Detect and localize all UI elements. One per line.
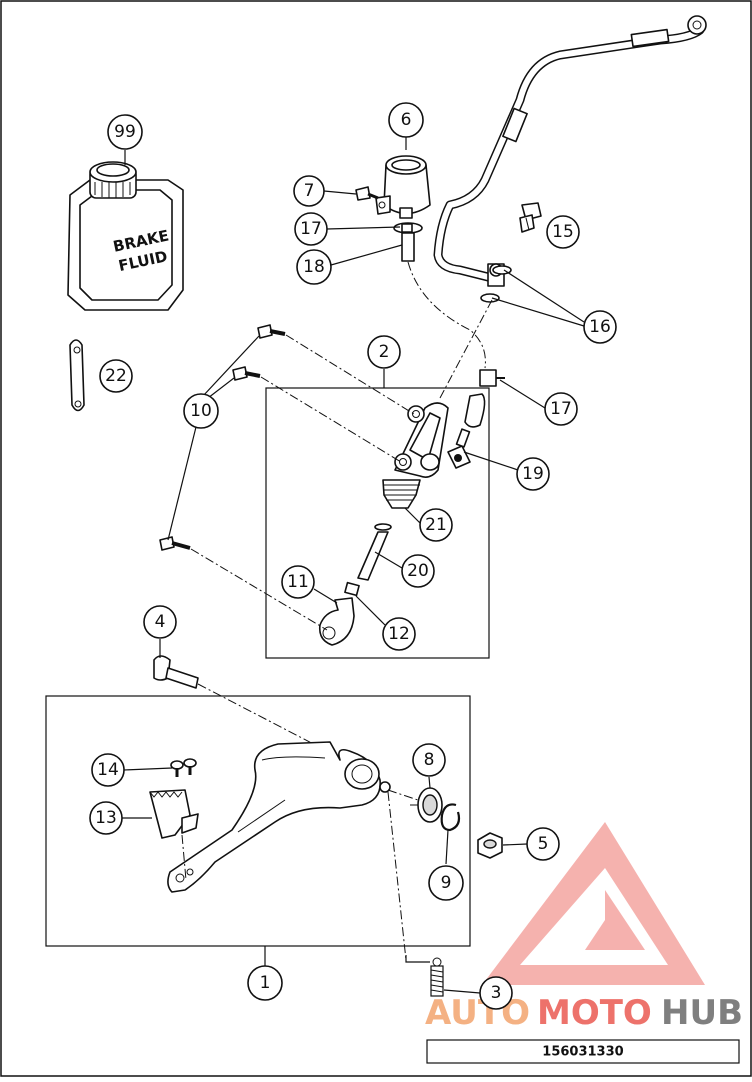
- bolt-axis-1: [285, 334, 415, 415]
- part-17-clamp-lower: [479, 369, 505, 387]
- part-19-connector: [447, 428, 471, 469]
- callout-1: 1: [247, 965, 283, 1001]
- part-7-screw: [355, 186, 379, 201]
- assembly-box-master-cylinder: [265, 387, 490, 659]
- part-15-bleed-screw: [519, 202, 542, 233]
- callout-20: 20: [401, 554, 435, 588]
- callout-13: 13: [89, 801, 123, 835]
- callout-11: 11: [281, 565, 315, 599]
- callout-20-label: 20: [407, 561, 429, 581]
- callout-9: 9: [428, 865, 464, 901]
- assembly-box-brake-pedal: [45, 695, 471, 947]
- callout-7: 7: [293, 175, 325, 207]
- part-12-nut: [344, 581, 360, 597]
- drawing-number-box: [426, 1039, 740, 1064]
- watermark-hub: HUB: [661, 993, 743, 1033]
- callout-5-label: 5: [538, 834, 549, 854]
- callout-3: 3: [479, 976, 513, 1010]
- callout-17-top-label: 17: [300, 219, 322, 239]
- banjo-axis-dashed: [439, 299, 493, 399]
- brake-fluid-bottle: BRAKE FLUID: [67, 161, 184, 311]
- part-17-clamp-top: [393, 222, 423, 234]
- callout-8: 8: [412, 743, 446, 777]
- callout-17-lower-label: 17: [550, 399, 572, 419]
- callout-11-label: 11: [287, 572, 309, 592]
- spring-axis-dashed: [387, 791, 407, 961]
- callout-3-label: 3: [491, 983, 502, 1003]
- callout-12-label: 12: [388, 624, 410, 644]
- callout-15: 15: [546, 215, 580, 249]
- part-14-screws: [170, 758, 197, 777]
- callout-18: 18: [296, 249, 332, 285]
- callout-10: 10: [183, 393, 219, 429]
- callout-16: 16: [583, 310, 617, 344]
- bearing-axis-dashed: [387, 789, 419, 801]
- callout-12: 12: [382, 617, 416, 651]
- part-4-bolt: [153, 655, 199, 689]
- callout-1-label: 1: [260, 973, 271, 993]
- drawing-number: 156031330: [542, 1045, 623, 1060]
- bolt-axis-2: [260, 376, 402, 463]
- callout-99-label: 99: [114, 122, 136, 142]
- part-9-circlip: [440, 803, 461, 832]
- part-11-clevis: [318, 597, 355, 646]
- callout-9-label: 9: [441, 873, 452, 893]
- callout-13-label: 13: [95, 808, 117, 828]
- callout-4: 4: [143, 605, 177, 639]
- part-10-bolts: [159, 324, 286, 551]
- part-2-master-cylinder: [394, 402, 449, 478]
- part-6-reservoir: [375, 155, 431, 219]
- callout-19-label: 19: [522, 464, 544, 484]
- watermark-moto: MOTO: [537, 993, 652, 1033]
- callout-10-label: 10: [190, 401, 212, 421]
- watermark-text: AUTO MOTO HUB: [425, 993, 743, 1033]
- part-22-strap: [69, 339, 85, 412]
- callout-19: 19: [516, 457, 550, 491]
- callout-7-label: 7: [304, 181, 315, 201]
- part-1-brake-pedal: [167, 741, 391, 893]
- callout-14-label: 14: [97, 760, 119, 780]
- part-8-bearing: [410, 787, 443, 823]
- callout-14: 14: [91, 753, 125, 787]
- callout-17-top: 17: [294, 212, 328, 246]
- watermark-logo: [482, 822, 705, 985]
- spring-axis-end: [405, 955, 430, 963]
- part-20-push-rod: [357, 531, 389, 581]
- callout-6-label: 6: [401, 110, 412, 130]
- part-13-tread-plate: [149, 789, 199, 839]
- callout-16-label: 16: [589, 317, 611, 337]
- hose-route-dashed: [407, 261, 486, 369]
- part-3-spring: [430, 957, 444, 997]
- callout-2-label: 2: [379, 342, 390, 362]
- callout-21: 21: [419, 508, 453, 542]
- part-21-boot: [374, 479, 421, 531]
- callout-6: 6: [388, 102, 424, 138]
- callout-4-label: 4: [155, 612, 166, 632]
- callout-18-label: 18: [303, 257, 325, 277]
- callout-99: 99: [107, 114, 143, 150]
- tread-axis-dashed: [181, 834, 187, 881]
- callout-8-label: 8: [424, 750, 435, 770]
- brake-line: [433, 15, 707, 287]
- part-18-hose-stub: [401, 232, 415, 262]
- callout-22: 22: [99, 359, 133, 393]
- callout-22-label: 22: [105, 366, 127, 386]
- leader-lines: [122, 137, 585, 994]
- callout-17-lower: 17: [544, 392, 578, 426]
- bolt-axis-3: [190, 548, 328, 631]
- callout-15-label: 15: [552, 222, 574, 242]
- part-18-hose-lower: [464, 393, 486, 428]
- watermark-auto: AUTO: [425, 993, 530, 1033]
- callout-2: 2: [367, 335, 401, 369]
- callout-21-label: 21: [425, 515, 447, 535]
- callout-5: 5: [526, 827, 560, 861]
- part-5-nut: [477, 832, 503, 859]
